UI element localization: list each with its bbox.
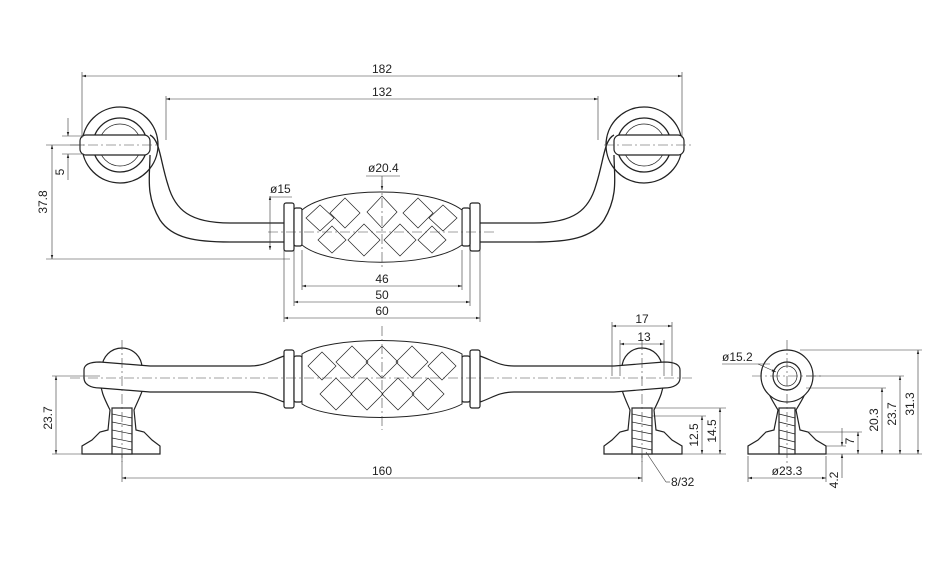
front-dimensions: 23.7 160 17 13 12.5 14.5 8/32 bbox=[41, 312, 726, 489]
dim-bar-diameter: ø15 bbox=[270, 182, 291, 196]
dim-thread-12-5: 12.5 bbox=[687, 423, 701, 447]
dim-side-23-7: 23.7 bbox=[885, 402, 899, 426]
front-view bbox=[70, 326, 694, 462]
dim-post-17: 17 bbox=[635, 312, 649, 326]
dim-cage-50: 50 bbox=[375, 288, 389, 302]
top-dimensions: 182 132 37.8 5 ø15 ø20.4 46 50 60 bbox=[36, 62, 683, 322]
dim-side-31-3: 31.3 bbox=[903, 392, 917, 416]
dim-front-spacing: 160 bbox=[372, 464, 392, 478]
dim-side-7: 7 bbox=[843, 437, 857, 444]
dim-front-height: 23.7 bbox=[41, 406, 55, 430]
dim-side-4-2: 4.2 bbox=[827, 471, 841, 488]
dim-cage-diameter: ø20.4 bbox=[368, 161, 399, 175]
dim-ring-offset: 5 bbox=[53, 168, 67, 175]
top-view bbox=[70, 106, 694, 270]
dim-thread: 8/32 bbox=[671, 475, 695, 489]
dim-post-13: 13 bbox=[637, 330, 651, 344]
dim-ring-diameter: ø15.2 bbox=[722, 350, 753, 364]
dim-hole-spacing: 132 bbox=[372, 85, 392, 99]
dim-cage-46: 46 bbox=[375, 272, 389, 286]
dim-side-20-3: 20.3 bbox=[867, 408, 881, 432]
dim-overall-length: 182 bbox=[372, 62, 392, 76]
side-dimensions: ø15.2 ø23.3 31.3 23.7 20.3 7 4.2 bbox=[722, 349, 922, 488]
dim-cage-60: 60 bbox=[375, 304, 389, 318]
dim-thread-14-5: 14.5 bbox=[705, 419, 719, 443]
side-view bbox=[747, 340, 827, 470]
dim-height-side: 37.8 bbox=[36, 190, 50, 214]
dim-base-diameter: ø23.3 bbox=[772, 464, 803, 478]
